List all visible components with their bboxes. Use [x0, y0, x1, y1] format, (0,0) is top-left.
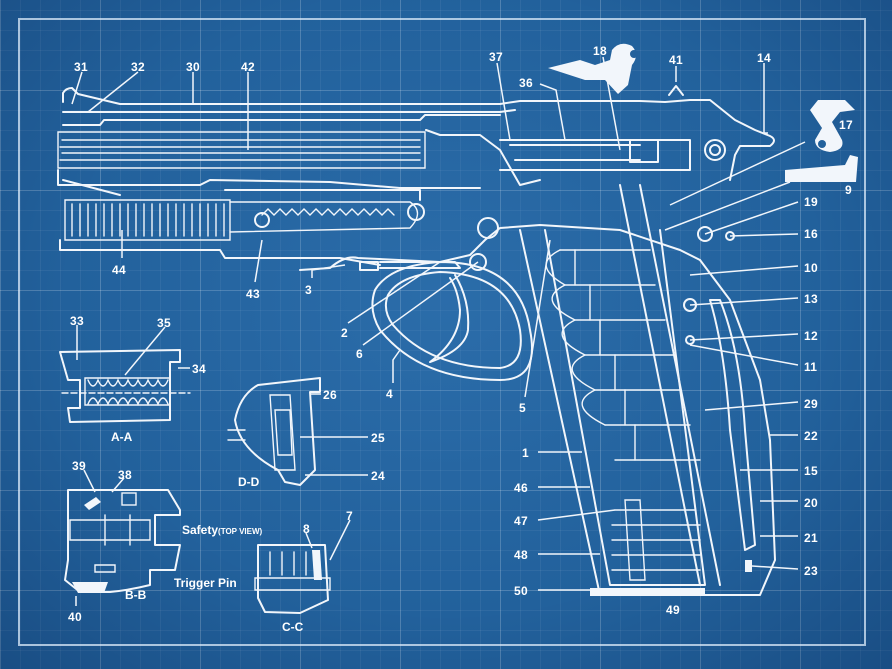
- section-b-b: [64, 489, 181, 593]
- caption-safety-text: Safety: [182, 523, 219, 537]
- caption-safety-note: (TOP VIEW): [218, 527, 263, 536]
- part-label-17: 17: [839, 118, 853, 132]
- part-label-1: 1: [522, 446, 529, 460]
- caption-section-d-d: D-D: [238, 475, 260, 489]
- section-a-a: [59, 349, 191, 423]
- caption-section-a-a: A-A: [111, 430, 133, 444]
- part-label-7: 7: [346, 509, 353, 523]
- part-label-23: 23: [804, 564, 818, 578]
- part-label-41: 41: [669, 53, 683, 67]
- part-label-46: 46: [514, 481, 528, 495]
- part-label-24: 24: [371, 469, 385, 483]
- part-label-43: 43: [246, 287, 260, 301]
- part-label-16: 16: [804, 227, 818, 241]
- part-label-37: 37: [489, 50, 503, 64]
- part-label-6: 6: [356, 347, 363, 361]
- part-label-49: 49: [666, 603, 680, 617]
- part-label-32: 32: [131, 60, 145, 74]
- part-label-50: 50: [514, 584, 528, 598]
- slide-assembly: [57, 85, 775, 266]
- part-label-33: 33: [70, 314, 84, 328]
- leader-lines: [71, 56, 806, 606]
- part-label-12: 12: [804, 329, 818, 343]
- frame-grip: [299, 184, 776, 596]
- part-label-18: 18: [593, 44, 607, 58]
- part-label-29: 29: [804, 397, 818, 411]
- part-label-20: 20: [804, 496, 818, 510]
- section-c-c: [254, 544, 331, 614]
- part-label-9: 9: [845, 183, 852, 197]
- caption-section-c-c: C-C: [282, 620, 304, 634]
- part-label-15: 15: [804, 464, 818, 478]
- part-label-35: 35: [157, 316, 171, 330]
- part-label-39: 39: [72, 459, 86, 473]
- part-label-25: 25: [371, 431, 385, 445]
- part-label-11: 11: [804, 360, 818, 374]
- part-label-13: 13: [804, 292, 818, 306]
- part-label-14: 14: [757, 51, 771, 65]
- part-label-42: 42: [241, 60, 255, 74]
- part-label-2: 2: [341, 326, 348, 340]
- part-label-21: 21: [804, 531, 818, 545]
- exploded-parts: [548, 43, 858, 182]
- part-label-38: 38: [118, 468, 132, 482]
- caption-section-b-b: B-B: [125, 588, 147, 602]
- part-label-31: 31: [74, 60, 88, 74]
- part-label-40: 40: [68, 610, 82, 624]
- drawing-border: [18, 18, 866, 646]
- part-label-26: 26: [323, 388, 337, 402]
- part-label-5: 5: [519, 401, 526, 415]
- caption-safety: Safety(TOP VIEW): [182, 523, 262, 537]
- part-label-4: 4: [386, 387, 393, 401]
- caption-trigger-pin: Trigger Pin: [174, 576, 237, 590]
- part-label-34: 34: [192, 362, 206, 376]
- part-label-48: 48: [514, 548, 528, 562]
- part-label-22: 22: [804, 429, 818, 443]
- part-label-47: 47: [514, 514, 528, 528]
- part-label-3: 3: [305, 283, 312, 297]
- part-label-19: 19: [804, 195, 818, 209]
- part-label-44: 44: [112, 263, 126, 277]
- section-d-d: [227, 377, 321, 486]
- part-label-10: 10: [804, 261, 818, 275]
- part-label-30: 30: [186, 60, 200, 74]
- part-label-36: 36: [519, 76, 533, 90]
- part-label-8: 8: [303, 522, 310, 536]
